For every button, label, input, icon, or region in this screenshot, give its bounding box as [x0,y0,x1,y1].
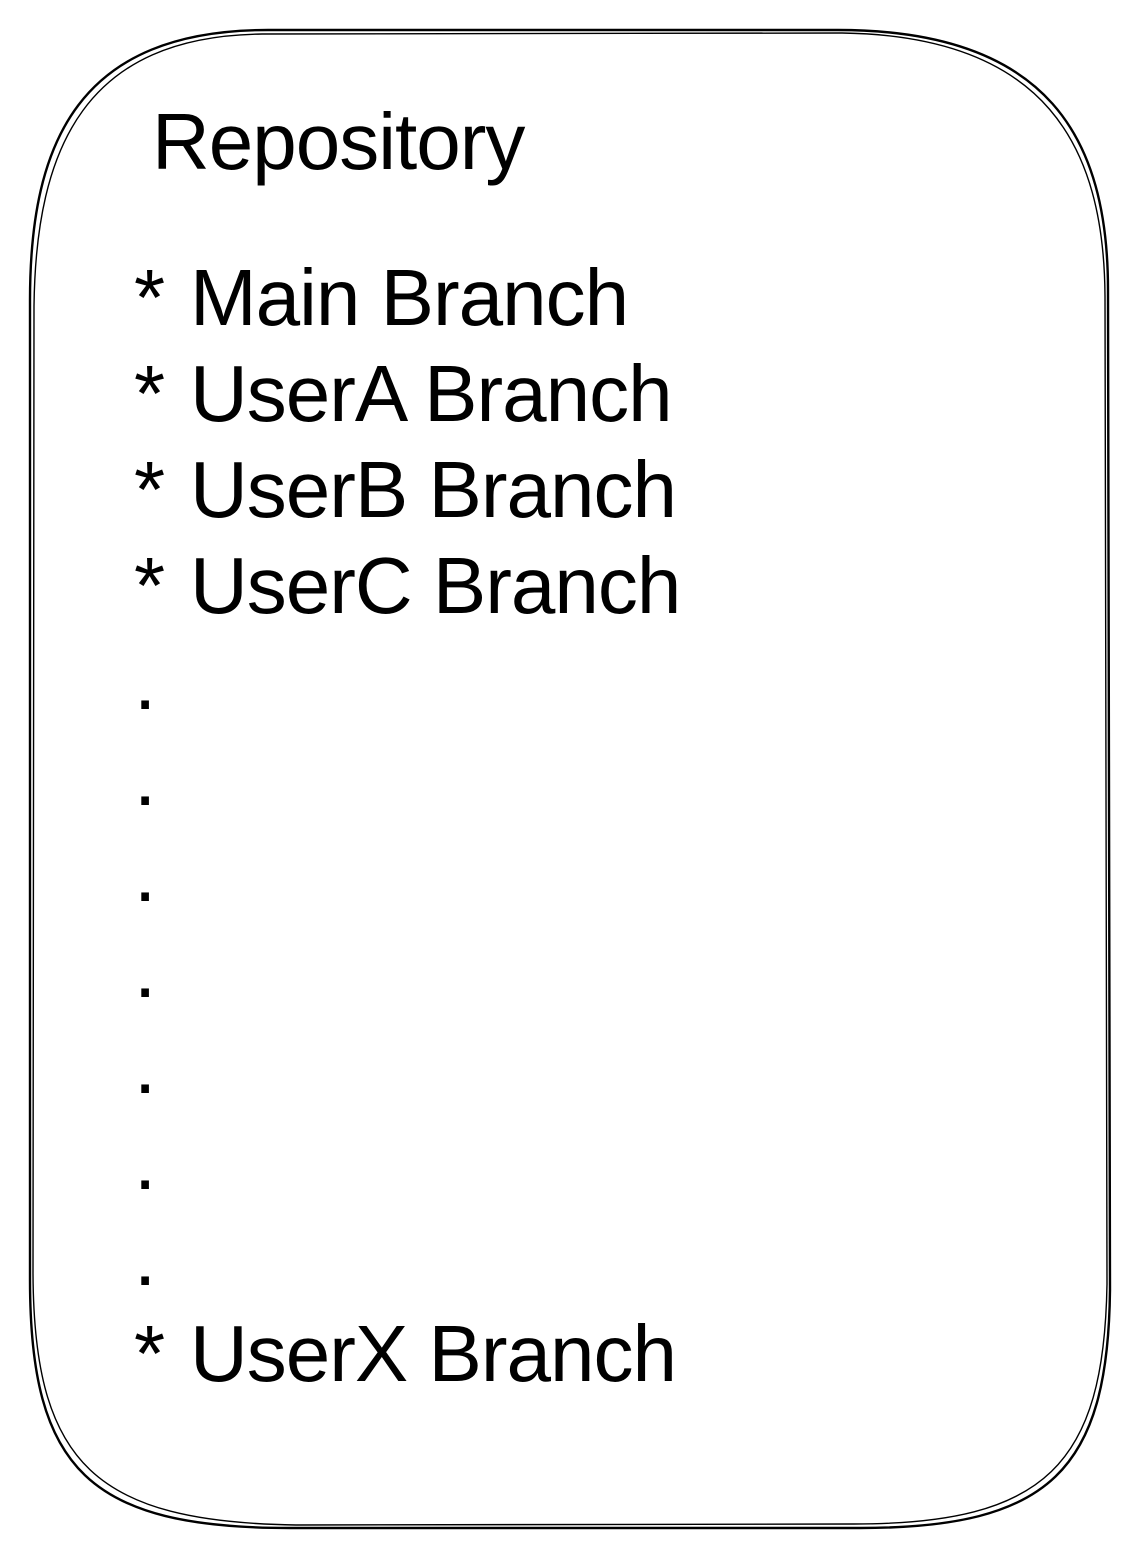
list-item: * UserC Branch [134,538,681,634]
branch-bullet: * [134,349,165,438]
list-item: * UserX Branch [134,1306,680,1402]
list-item: * Main Branch [134,250,680,346]
ellipsis-dot: . [134,733,156,822]
frame-outline-1 [28,28,1112,1530]
list-item: * UserA Branch [134,346,680,442]
ellipsis-dot: . [134,829,156,918]
ellipsis-dot: . [134,1213,156,1302]
branch-bullet: * [134,253,165,342]
list-item: * UserB Branch [134,442,680,538]
ellipsis-dot: . [134,1021,156,1110]
repository-title: Repository [152,97,525,186]
ellipsis-dot: . [134,925,156,1014]
branch-bullet: * [134,445,165,534]
frame-outline-2 [32,32,1108,1526]
branch-bullet: * [134,541,165,630]
branch-label-userx: UserX Branch [190,1309,677,1398]
branch-label-userb: UserB Branch [190,445,677,534]
branch-list: * Main Branch * UserA Branch * UserB Branch… [134,250,681,1402]
ellipsis-dot: . [134,1117,156,1206]
branch-label-main: Main Branch [190,253,629,342]
branch-label-usera: UserA Branch [190,349,673,438]
ellipsis-dot: . [134,637,156,726]
branch-bullet: * [134,1309,165,1398]
branch-label-userc: UserC Branch [190,541,681,630]
